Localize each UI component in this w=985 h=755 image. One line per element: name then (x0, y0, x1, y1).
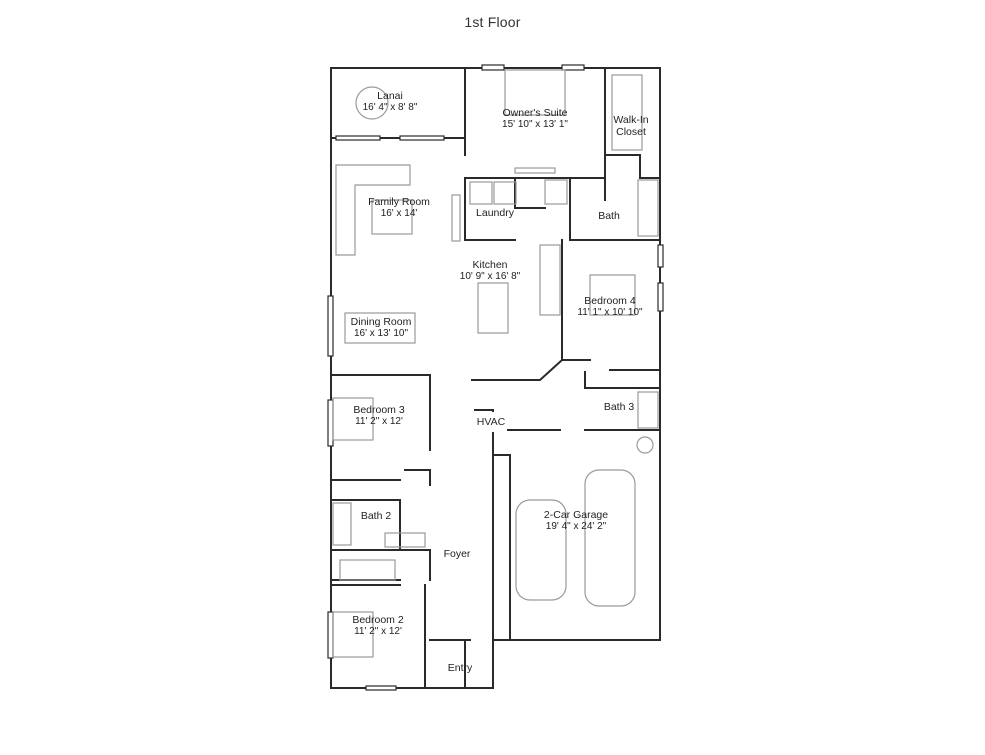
window-bed4 (657, 282, 664, 312)
room-lanai: Lanai 16' 4" x 8' 8" (363, 90, 418, 114)
window-lanai-2 (399, 135, 445, 141)
window-bath (657, 244, 664, 268)
owners-bed (504, 69, 566, 116)
room-dims: 16' 4" x 8' 8" (362, 102, 418, 113)
room-bedroom4: Bedroom 4 11' 1" x 10' 10" (577, 295, 642, 319)
room-name: Foyer (443, 548, 471, 560)
wall-bedroom2 (330, 584, 426, 689)
room-dims: 11' 2" x 12' (355, 416, 403, 427)
window-bottom (365, 685, 397, 691)
room-name: Bedroom 2 (352, 614, 404, 626)
sofa (335, 164, 411, 256)
room-kitchen: Kitchen 10' 9" x 16' 8" (460, 259, 520, 283)
wall-garage (492, 454, 511, 641)
room-dims: 11' 1" x 10' 10" (577, 307, 643, 318)
wall-kitchen-block (471, 358, 564, 381)
wall-bedroom3 (330, 374, 431, 486)
wall-bath (569, 177, 661, 241)
closet-shelf (611, 74, 643, 151)
room-bath2: Bath 2 (361, 510, 391, 522)
wall-closet (604, 154, 661, 179)
car-left (515, 499, 567, 601)
bed3 (332, 397, 374, 441)
room-name: Kitchen (472, 259, 508, 271)
dining-table (344, 312, 416, 344)
window-bed2 (327, 611, 334, 659)
room-dims: 10' 9" x 16' 8" (459, 271, 521, 282)
window-bed3 (327, 399, 334, 447)
kitchen-counter (539, 244, 561, 316)
room-name: Dining Room (350, 316, 412, 328)
room-name: 2-Car Garage (543, 509, 609, 521)
room-bath: Bath (598, 210, 620, 222)
window-suite (481, 64, 505, 71)
kitchen-island (477, 282, 509, 334)
bed2 (332, 611, 374, 658)
washer (469, 181, 493, 205)
room-name: Bath 2 (360, 510, 392, 522)
room-dining-room: Dining Room 16' x 13' 10" (351, 316, 412, 340)
room-dims: 16' x 14' (380, 208, 418, 219)
car-right (584, 469, 636, 607)
room-name: Entry (447, 662, 473, 674)
room-name: Lanai (377, 90, 403, 102)
room-dims: 15' 10" x 13' 1" (502, 119, 568, 130)
room-foyer: Foyer (444, 548, 471, 560)
window-lanai (335, 135, 381, 141)
bath3-tub (637, 391, 659, 429)
room-name: Owner's Suite (502, 107, 568, 119)
room-name-line1: Walk-In (613, 114, 649, 126)
bath2-tub (332, 502, 352, 546)
room-bath3: Bath 3 (604, 401, 634, 413)
bath-vanity (637, 179, 659, 237)
room-name: Bath 3 (603, 401, 635, 413)
wall-laundry (464, 177, 546, 241)
room-name: Bath (598, 210, 620, 222)
room-entry: Entry (448, 662, 473, 674)
room-dims: 19' 4" x 24' 2" (545, 521, 607, 532)
room-hvac: HVAC (475, 412, 507, 432)
room-name: Bedroom 3 (353, 404, 405, 416)
floor-title: 1st Floor (464, 14, 521, 30)
bed4 (589, 274, 636, 316)
room-family-room: Family Room 16' x 14' (368, 196, 430, 220)
room-name-line2: Closet (616, 126, 646, 138)
wall-entry (429, 639, 471, 689)
room-name: Family Room (368, 196, 430, 208)
room-owners-suite: Owner's Suite 15' 10" x 13' 1" (502, 107, 568, 131)
room-bedroom2: Bedroom 2 11' 2" x 12' (352, 614, 403, 638)
exterior-wall (330, 67, 661, 689)
room-walk-in-closet: Walk-In Closet (613, 114, 648, 138)
dryer (493, 181, 517, 205)
room-dims: 11' 2" x 12' (354, 626, 402, 637)
room-name: Laundry (476, 207, 514, 219)
window-suite-2 (561, 64, 585, 71)
window-family (327, 295, 334, 357)
room-name: Bedroom 4 (584, 295, 636, 307)
fireplace (451, 194, 461, 242)
room-dims: 16' x 13' 10" (353, 328, 409, 339)
room-laundry: Laundry (476, 207, 514, 219)
room-garage: 2-Car Garage 19' 4" x 24' 2" (544, 509, 608, 533)
room-bedroom3: Bedroom 3 11' 2" x 12' (353, 404, 404, 428)
lanai-table (355, 86, 389, 120)
